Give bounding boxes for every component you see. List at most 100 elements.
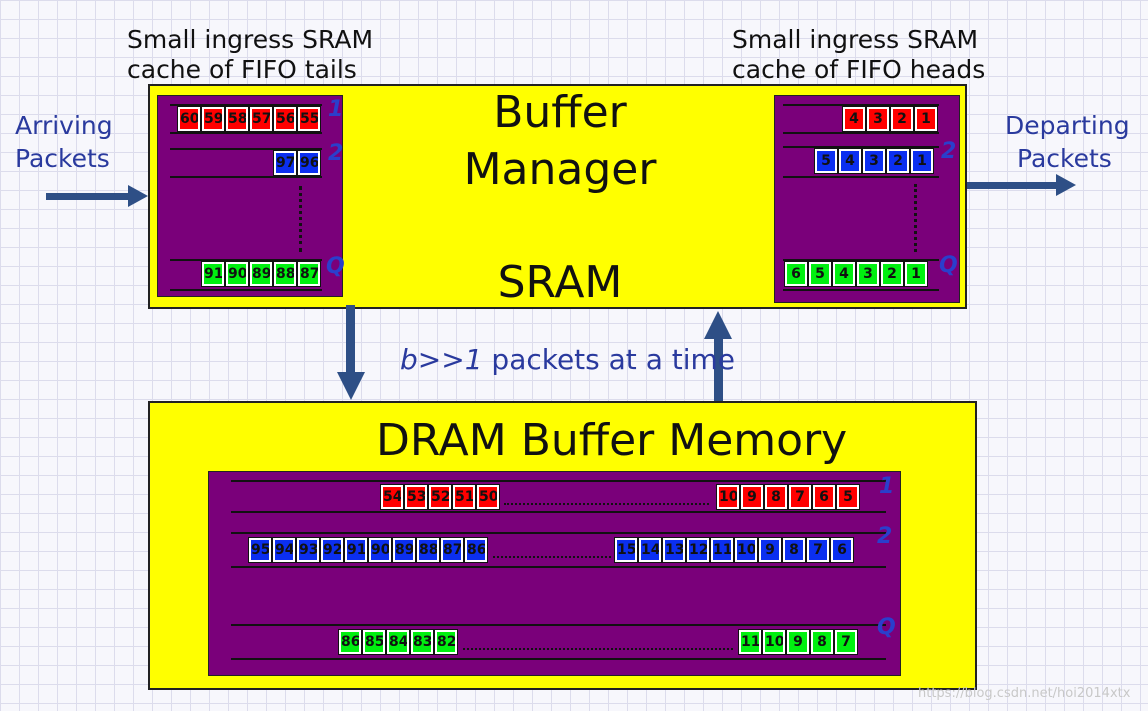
packet-cell: 12: [686, 537, 710, 563]
queue-line: [231, 566, 886, 568]
packet-cell: 85: [362, 629, 386, 655]
packet-cell: 3: [856, 261, 880, 287]
packet-cell: 54: [380, 484, 404, 510]
queue-label-1: 1: [328, 97, 344, 122]
sram-title-line1: Buffer: [493, 87, 627, 138]
packet-cell: 96: [297, 150, 321, 176]
transfer-size-rest: packets at a time: [482, 343, 736, 376]
packet-cell: 7: [834, 629, 858, 655]
packet-cell: 97: [273, 150, 297, 176]
queue-line: [170, 259, 322, 261]
packet-cell: 51: [452, 484, 476, 510]
vertical-ellipsis: [299, 186, 305, 252]
packet-cell: 60: [177, 106, 201, 132]
queue-line: [783, 146, 939, 148]
queue-line: [231, 511, 886, 513]
packet-cell: 10: [762, 629, 786, 655]
packet-cell: 87: [297, 261, 321, 287]
queue-line: [783, 104, 939, 106]
packet-cell: 93: [296, 537, 320, 563]
packet-cell: 14: [638, 537, 662, 563]
packet-cell: 6: [812, 484, 836, 510]
queue-line: [783, 289, 939, 291]
read-up-arrow-shaft: [714, 338, 723, 406]
queue-line: [170, 132, 322, 134]
packet-cell: 3: [866, 106, 890, 132]
departing-label-line2: Packets: [1017, 144, 1112, 173]
packet-cell: 4: [838, 148, 862, 174]
packet-cell: 3: [862, 148, 886, 174]
packet-cell: 9: [740, 484, 764, 510]
horizontal-ellipsis: [504, 503, 709, 507]
packet-cell: 90: [368, 537, 392, 563]
packet-cell: 5: [808, 261, 832, 287]
packet-cell: 92: [320, 537, 344, 563]
queue-line: [231, 624, 886, 626]
queue-line: [170, 176, 322, 178]
packet-cell: 87: [440, 537, 464, 563]
queue-label-2: 2: [877, 524, 893, 549]
sram-title-line2: Manager: [463, 144, 657, 195]
queue-label-q: Q: [877, 615, 896, 640]
horizontal-ellipsis: [463, 648, 733, 652]
tail-cache-caption-line2: cache of FIFO tails: [127, 55, 357, 84]
watermark-text: https://blog.csdn.net/hoi2014xtx: [918, 686, 1131, 701]
packet-cell: 88: [416, 537, 440, 563]
write-down-arrow-shaft: [346, 305, 355, 373]
sram-title-line3: SRAM: [497, 257, 623, 308]
packet-cell: 8: [764, 484, 788, 510]
packet-cell: 4: [832, 261, 856, 287]
packet-cell: 2: [886, 148, 910, 174]
packet-cell: 86: [338, 629, 362, 655]
packet-cell: 9: [758, 537, 782, 563]
packet-cell: 10: [716, 484, 740, 510]
queue-line: [231, 658, 886, 660]
packet-cell: 2: [880, 261, 904, 287]
packet-cell: 1: [914, 106, 938, 132]
packet-cell: 50: [476, 484, 500, 510]
arriving-label-line1: Arriving: [15, 111, 113, 140]
b-variable: b>>1: [400, 343, 483, 376]
queue-label-2: 2: [941, 139, 957, 164]
arriving-arrow-head-icon: [128, 185, 148, 207]
packet-cell: 8: [782, 537, 806, 563]
down-arrow-icon: [337, 372, 365, 400]
packet-cell: 9: [786, 629, 810, 655]
queue-line: [231, 480, 886, 482]
packet-cell: 11: [738, 629, 762, 655]
departing-arrow-head-icon: [1056, 174, 1076, 196]
head-cache-caption-line2: cache of FIFO heads: [732, 55, 986, 84]
head-cache-box: 4 3 2 1 5 4 3 2 1 6 5 4 3 2 1 2 Q: [774, 95, 960, 303]
transfer-size-label: b>>1 packets at a time: [400, 343, 735, 376]
packet-cell: 91: [344, 537, 368, 563]
departing-label-line1: Departing: [1005, 111, 1130, 140]
queue-label-q: Q: [939, 253, 958, 278]
vertical-ellipsis: [914, 184, 920, 252]
packet-cell: 59: [201, 106, 225, 132]
tail-cache-box: 60 59 58 57 56 55 97 96 91 90 89 88 87 1…: [157, 95, 345, 297]
queue-line: [170, 148, 322, 150]
packet-cell: 10: [734, 537, 758, 563]
packet-cell: 55: [297, 106, 321, 132]
packet-cell: 56: [273, 106, 297, 132]
horizontal-ellipsis: [493, 556, 611, 560]
queue-line: [783, 132, 939, 134]
packet-cell: 1: [910, 148, 934, 174]
packet-cell: 8: [810, 629, 834, 655]
departing-arrow-shaft: [966, 182, 1060, 189]
queue-label-2: 2: [328, 141, 344, 166]
packet-cell: 13: [662, 537, 686, 563]
packet-cell: 7: [788, 484, 812, 510]
queue-line: [170, 289, 322, 291]
packet-cell: 58: [225, 106, 249, 132]
arriving-label-line2: Packets: [15, 144, 110, 173]
packet-cell: 91: [201, 261, 225, 287]
packet-cell: 6: [784, 261, 808, 287]
dram-queues-box: 54 53 52 51 50 10 9 8 7 6 5 95 94 93 92 …: [208, 471, 901, 676]
packet-cell: 86: [464, 537, 488, 563]
packet-cell: 2: [890, 106, 914, 132]
queue-label-1: 1: [879, 474, 895, 499]
queue-line: [170, 104, 322, 106]
packet-cell: 83: [410, 629, 434, 655]
arriving-arrow-shaft: [46, 193, 132, 200]
